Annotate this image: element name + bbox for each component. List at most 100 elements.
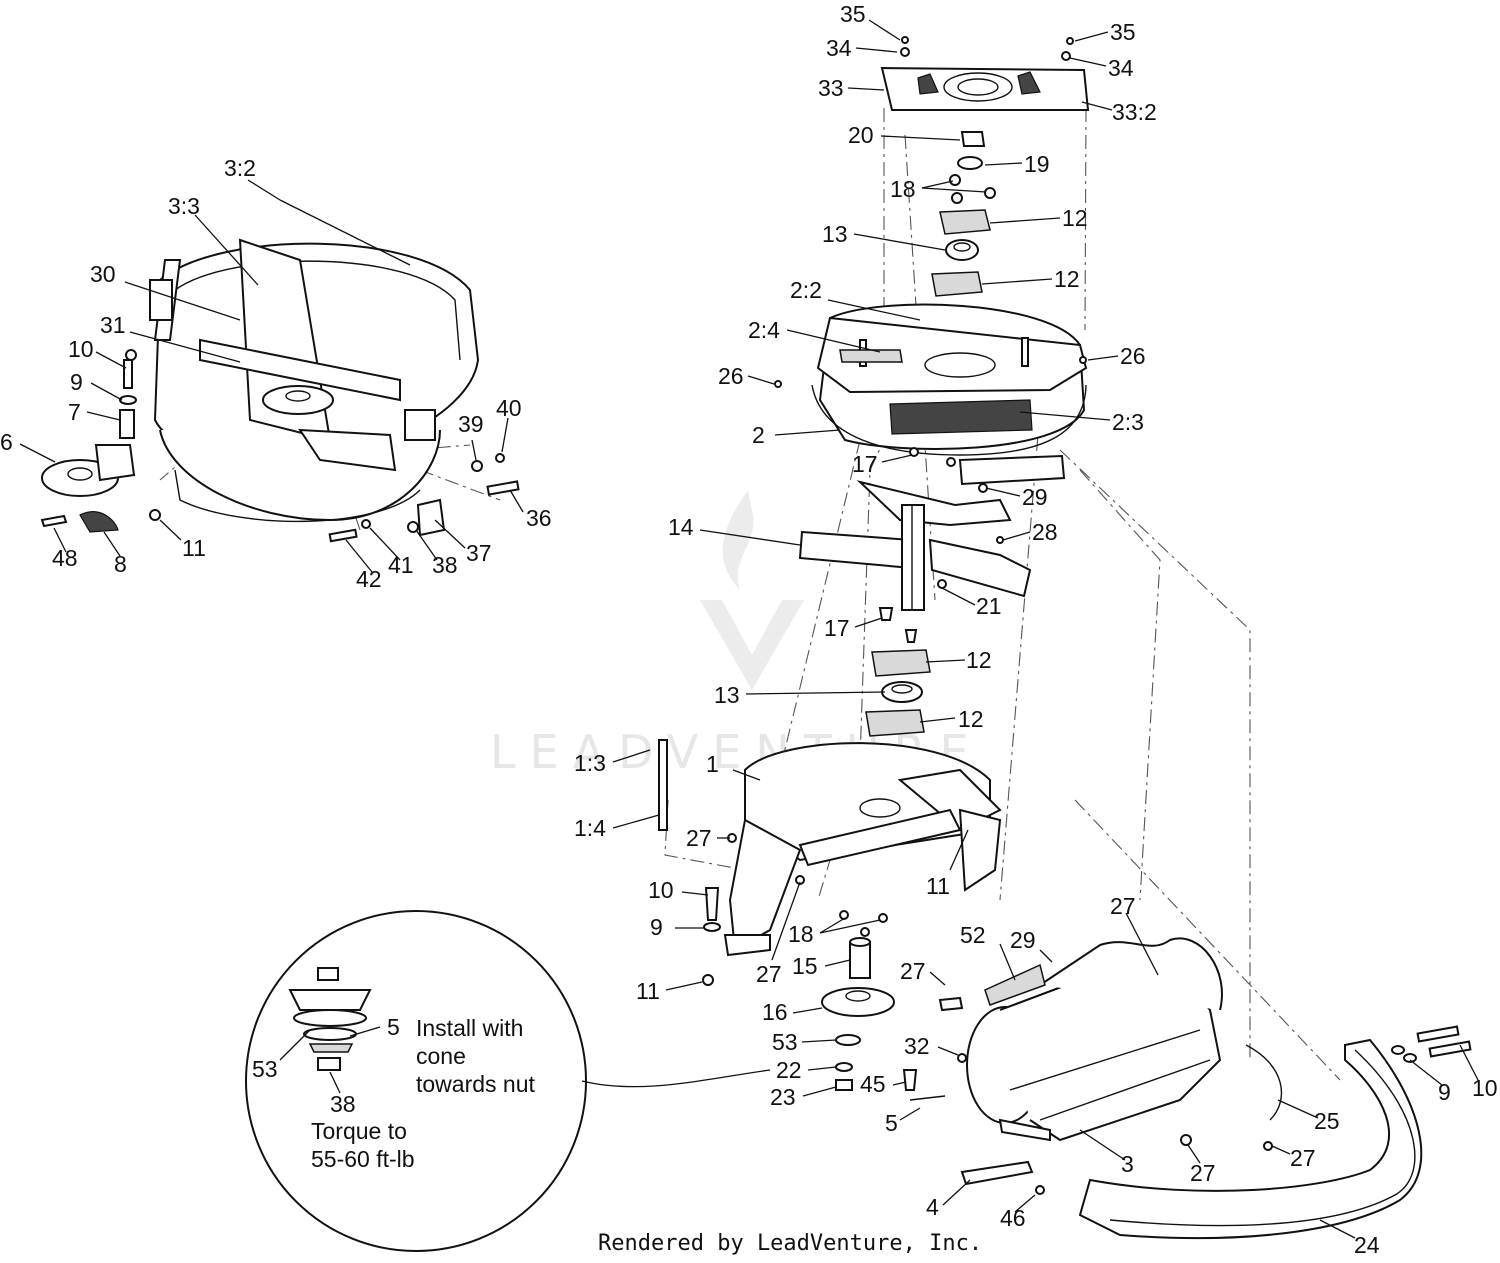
callout-label: 3:3 xyxy=(168,193,200,219)
callout-label: 10 xyxy=(648,877,674,903)
install-note-line-2: cone xyxy=(416,1043,466,1069)
leader-lines xyxy=(19,19,1479,1239)
callout-label: 36 xyxy=(526,505,552,531)
callout-label: 2 xyxy=(752,422,765,448)
callout-label: 3:2 xyxy=(224,155,256,181)
callout-label: 33:2 xyxy=(1112,99,1157,125)
callout-label: 26 xyxy=(1120,343,1146,369)
callout-label: 11 xyxy=(926,873,950,899)
torque-note-line-2: 55-60 ft-lb xyxy=(311,1146,415,1172)
callout-label: 2:2 xyxy=(790,277,822,303)
callout-label: 10 xyxy=(1472,1075,1498,1101)
callout-label: 26 xyxy=(718,363,744,389)
drive-pulley-stack xyxy=(821,937,895,1091)
callout-label: 12 xyxy=(1054,266,1080,292)
callout-label: 7 xyxy=(68,399,81,425)
callout-label: 27 xyxy=(1290,1145,1316,1171)
callout-label: 34 xyxy=(826,35,852,61)
callout-label: 34 xyxy=(1108,55,1134,81)
callout-label: 12 xyxy=(966,647,992,673)
callout-label: 11 xyxy=(182,535,206,561)
callout-label: 24 xyxy=(1354,1232,1380,1258)
left-hopper-assembly xyxy=(40,199,520,543)
callout-label: 46 xyxy=(1000,1205,1026,1231)
footer-credit: Rendered by LeadVenture, Inc. xyxy=(598,1231,982,1256)
callout-label: 35 xyxy=(840,1,866,27)
callout-label: 13 xyxy=(714,682,740,708)
assembly-line xyxy=(1074,799,1341,1081)
callout-label: 4 xyxy=(926,1194,939,1220)
callout-label: 17 xyxy=(824,615,850,641)
detail-connector xyxy=(581,1069,771,1088)
bearing-stack-upper xyxy=(931,131,996,297)
callout-label: 18 xyxy=(788,921,814,947)
callout-label: 35 xyxy=(1110,19,1136,45)
callout-label: 17 xyxy=(852,451,878,477)
top-cover-plate xyxy=(880,36,1090,111)
install-note-line-1: Install with xyxy=(416,1015,523,1041)
callout-label: 33 xyxy=(818,75,844,101)
callout-label: 37 xyxy=(466,540,492,566)
callout-label: 27 xyxy=(1190,1160,1216,1186)
callout-label: 1 xyxy=(706,751,719,777)
callout-label: 5 xyxy=(885,1110,898,1136)
callout-label: 8 xyxy=(114,551,127,577)
callout-label: 1:3 xyxy=(574,750,606,776)
callout-label: 53 xyxy=(252,1056,278,1082)
lower-frame xyxy=(658,739,1002,986)
callout-label: 16 xyxy=(762,999,788,1025)
detail-view xyxy=(245,910,771,1252)
callout-label: 27 xyxy=(1110,893,1136,919)
callout-label: 19 xyxy=(1024,151,1050,177)
callout-label: 28 xyxy=(1032,519,1058,545)
assembly-line xyxy=(1059,449,1251,1060)
callout-label: 38 xyxy=(432,552,458,578)
detail-notes: Install with cone towards nut Torque to … xyxy=(311,1015,536,1172)
watermark-logo xyxy=(700,490,804,690)
callout-label: 25 xyxy=(1314,1108,1340,1134)
callout-label: 9 xyxy=(1438,1079,1451,1105)
callout-label: 18 xyxy=(890,176,916,202)
impeller xyxy=(798,480,1032,643)
callout-label: 45 xyxy=(860,1071,886,1097)
callout-label: 2:4 xyxy=(748,317,780,343)
callout-label: 12 xyxy=(958,706,984,732)
callout-label: 39 xyxy=(458,411,484,437)
callout-label: 10 xyxy=(68,336,94,362)
callout-label: 32 xyxy=(904,1033,930,1059)
callout-label: 30 xyxy=(90,261,116,287)
callout-label: 9 xyxy=(650,914,663,940)
callout-label: 31 xyxy=(100,312,126,338)
callout-label: 22 xyxy=(776,1057,802,1083)
callout-label: 9 xyxy=(70,369,83,395)
callout-label: 48 xyxy=(52,545,78,571)
callout-label: 38 xyxy=(330,1091,356,1117)
callout-label: 29 xyxy=(1022,484,1048,510)
assembly-line xyxy=(1084,107,1087,331)
callout-label: 40 xyxy=(496,395,522,421)
callout-label: 14 xyxy=(668,514,694,540)
callout-label: 20 xyxy=(848,122,874,148)
bearing-stack-lower xyxy=(865,649,931,737)
discharge-chute xyxy=(902,937,1283,1195)
callout-label: 1:4 xyxy=(574,815,606,841)
callout-label: 23 xyxy=(770,1084,796,1110)
callout-label: 6 xyxy=(0,429,13,455)
torque-note-line-1: Torque to xyxy=(311,1118,407,1144)
assembly-line xyxy=(664,799,746,871)
callout-label: 2:3 xyxy=(1112,409,1144,435)
callout-label: 53 xyxy=(772,1029,798,1055)
assembly-line xyxy=(779,439,861,771)
callout-label: 41 xyxy=(388,552,414,578)
assembly-line xyxy=(999,409,1041,901)
callout-label: 5 xyxy=(387,1014,400,1040)
callout-label: 13 xyxy=(822,221,848,247)
callout-label: 11 xyxy=(636,978,660,1004)
callout-label: 27 xyxy=(756,961,782,987)
callout-label: 3 xyxy=(1121,1151,1134,1177)
assembly-line xyxy=(419,469,501,501)
callout-label: 15 xyxy=(792,953,818,979)
